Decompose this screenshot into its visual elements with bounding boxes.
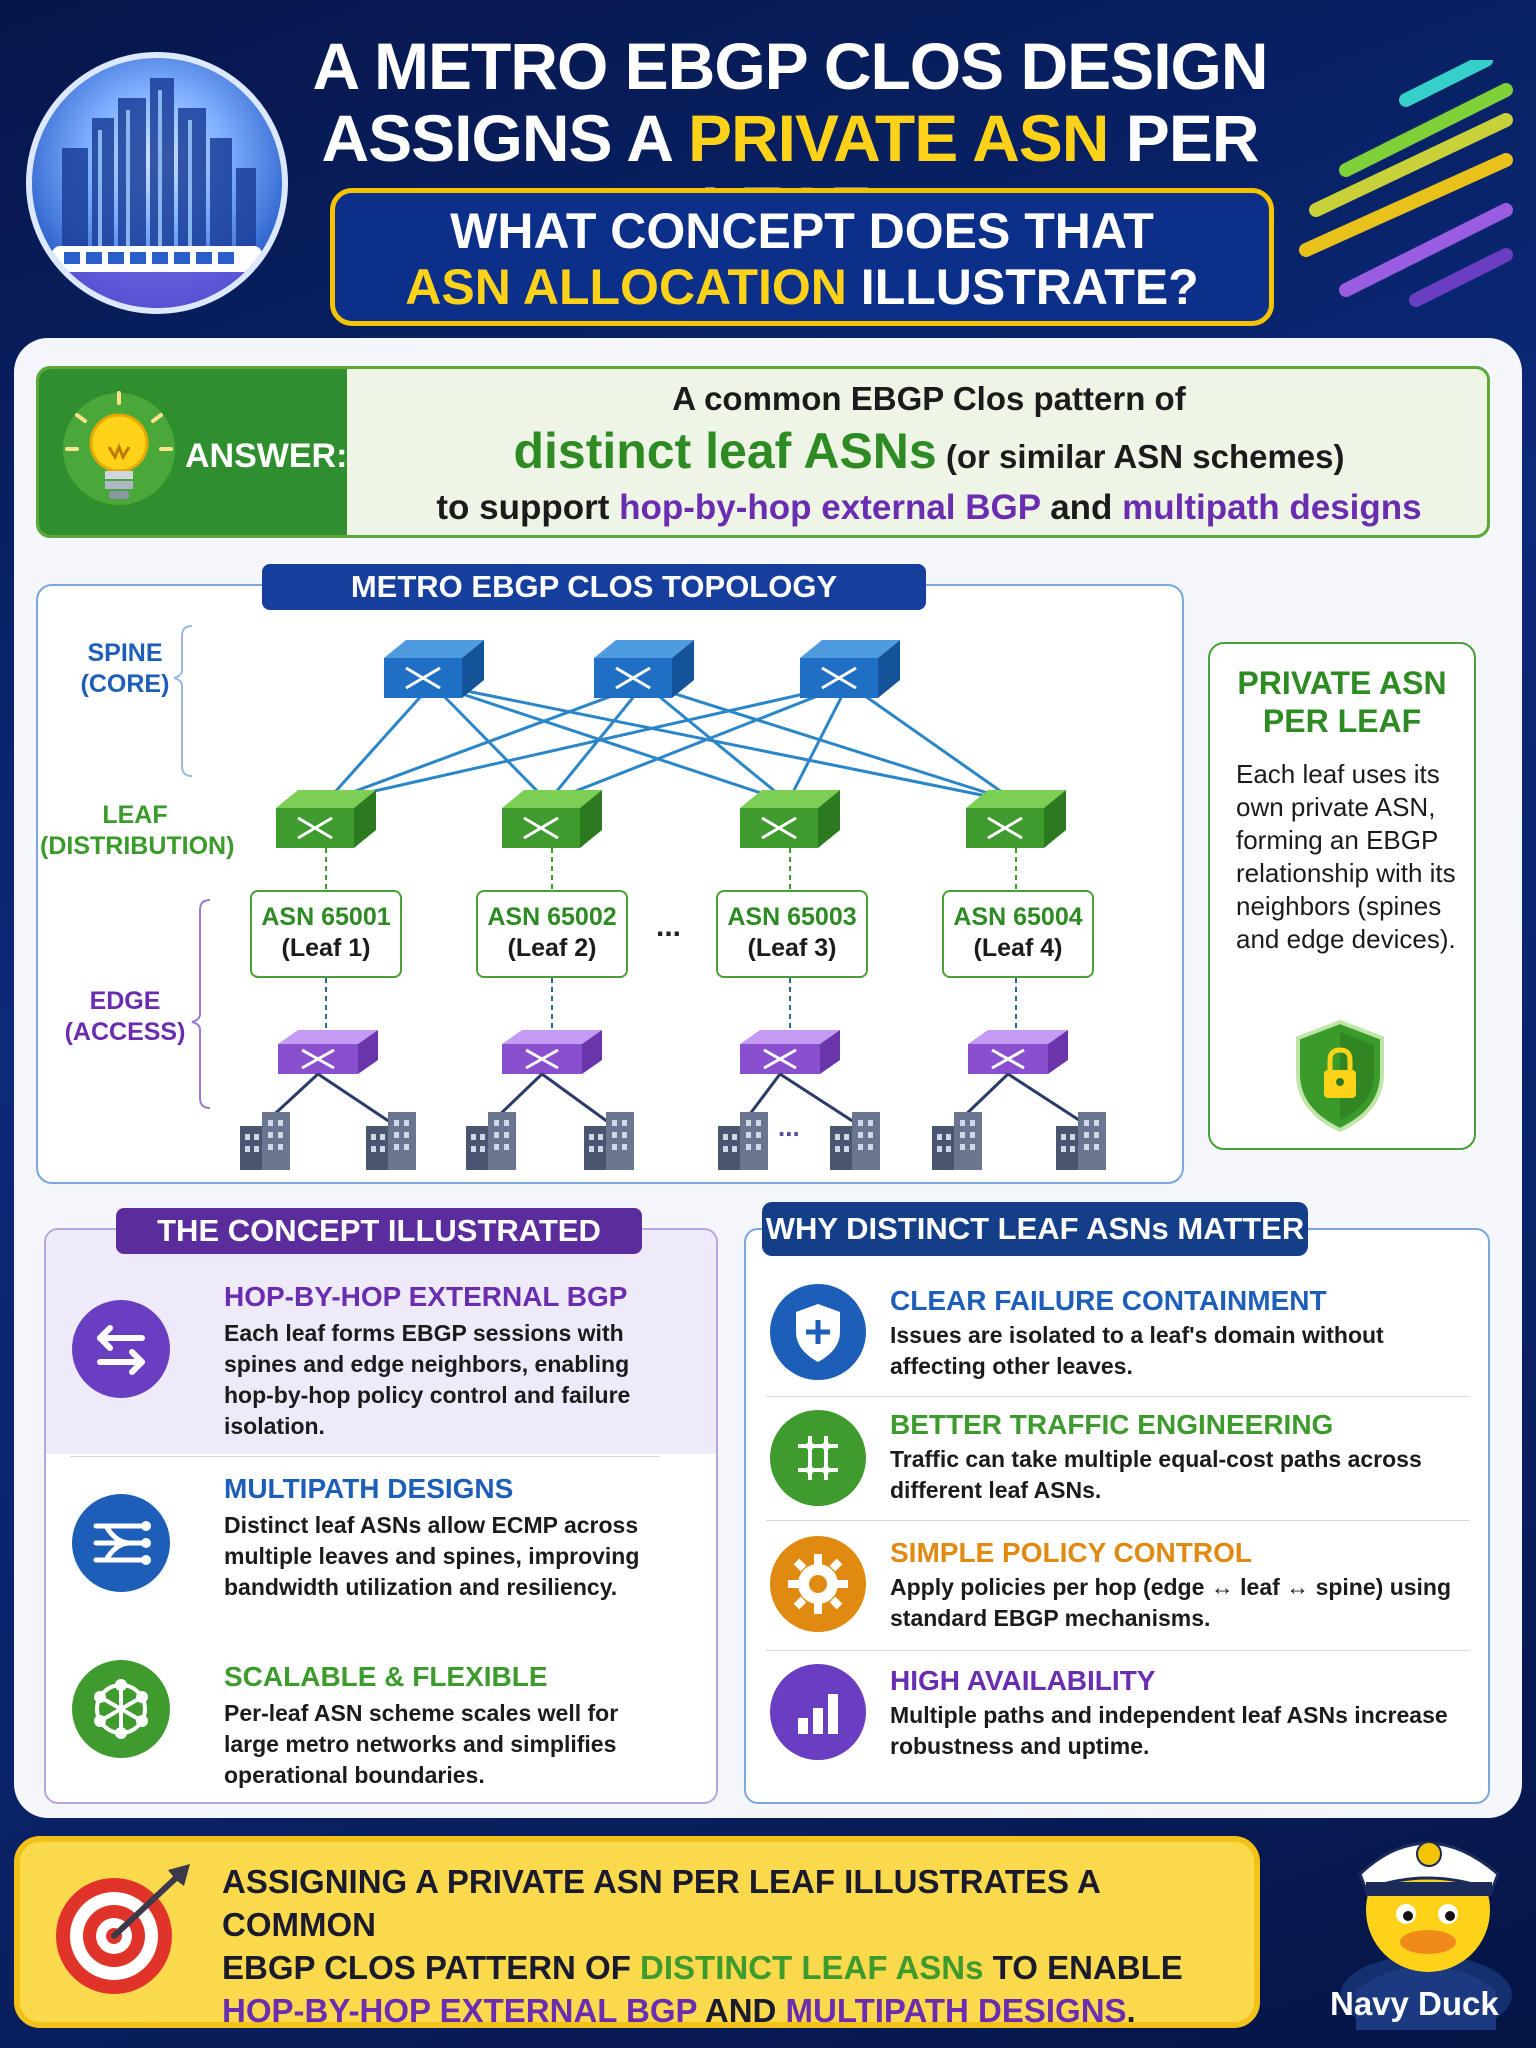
city-icon	[26, 52, 288, 314]
switch-icon	[502, 790, 602, 848]
multipath-icon	[72, 1494, 170, 1592]
decorative-stripes	[1299, 60, 1513, 307]
tier-label-leaf: LEAF (DISTRIBUTION)	[40, 801, 235, 860]
conclusion-line-3: HOP-BY-HOP EXTERNAL BGP AND MULTIPATH DE…	[222, 1992, 1136, 2029]
tier-label-edge: EDGE (ACCESS)	[64, 987, 186, 1046]
title-line-1: A METRO EBGP CLOS DESIGN	[312, 29, 1268, 103]
asn-box-leaf-2: ASN 65002 (Leaf 2)	[476, 890, 628, 978]
asn-box-leaf-3: ASN 65003 (Leaf 3)	[716, 890, 868, 978]
concept-heading-3: SCALABLE & FLEXIBLE	[224, 1661, 548, 1692]
switch-icon	[594, 640, 694, 698]
switch-icon	[384, 640, 484, 698]
question-line-1: WHAT CONCEPT DOES THAT	[450, 203, 1154, 259]
concept-heading-1: HOP-BY-HOP EXTERNAL BGP	[224, 1281, 628, 1312]
building-icon	[830, 1112, 880, 1170]
why-title: WHY DISTINCT LEAF ASNs MATTER	[762, 1202, 1308, 1256]
switch-icon	[740, 790, 840, 848]
why-heading-3: SIMPLE POLICY CONTROL	[890, 1537, 1252, 1568]
target-icon	[56, 1864, 190, 1994]
answer-label: ANSWER:	[185, 437, 348, 475]
asn-box-leaf-4: ASN 65004 (Leaf 4)	[942, 890, 1094, 978]
why-panel	[744, 1228, 1490, 1804]
switch-icon	[740, 1030, 840, 1074]
conclusion-banner	[14, 1836, 1260, 2028]
concept-body-3: Per-leaf ASN scheme scales well for larg…	[224, 1700, 619, 1788]
divider	[766, 1650, 1470, 1651]
concept-body-1: Each leaf forms EBGP sessions with spine…	[224, 1320, 631, 1439]
concept-body-2: Distinct leaf ASNs allow ECMP across mul…	[224, 1512, 640, 1600]
building-icon	[718, 1112, 768, 1170]
tier-label-spine: SPINE (CORE)	[80, 639, 170, 698]
spine-leaf-links	[324, 682, 1017, 804]
switch-icon	[278, 1030, 378, 1074]
why-heading-1: CLEAR FAILURE CONTAINMENT	[890, 1285, 1327, 1316]
conclusion-text: ASSIGNING A PRIVATE ASN PER LEAF ILLUSTR…	[222, 1860, 1222, 2032]
switch-icon	[800, 640, 900, 698]
building-ellipsis: ...	[778, 1112, 800, 1142]
switch-icon	[968, 1030, 1068, 1074]
asn-box-leaf-1: ASN 65001 (Leaf 1)	[250, 890, 402, 978]
question-line-2: ASN ALLOCATION ILLUSTRATE?	[405, 259, 1199, 315]
duck-icon	[1340, 1841, 1512, 2030]
bar-chart-icon	[770, 1664, 866, 1760]
leaf-ellipsis: ...	[656, 910, 682, 943]
switch-icon	[276, 790, 376, 848]
divider	[70, 1456, 660, 1457]
shield-lock-icon	[1296, 1019, 1384, 1133]
why-body-2: Traffic can take multiple equal-cost pat…	[890, 1446, 1422, 1503]
spine-switches	[384, 640, 900, 698]
edge-buildings	[240, 1112, 1106, 1170]
grid-icon	[770, 1410, 866, 1506]
switch-icon	[502, 1030, 602, 1074]
building-icon	[366, 1112, 416, 1170]
building-icon	[240, 1112, 290, 1170]
divider	[766, 1396, 1470, 1397]
why-heading-4: HIGH AVAILABILITY	[890, 1665, 1156, 1696]
answer-line-1: A common EBGP Clos pattern of	[672, 380, 1186, 417]
building-icon	[932, 1112, 982, 1170]
building-icon	[1056, 1112, 1106, 1170]
network-icon	[72, 1660, 170, 1758]
topology-title: METRO EBGP CLOS TOPOLOGY	[262, 564, 926, 610]
answer-box: ANSWER: A common EBGP Clos pattern of di…	[36, 366, 1490, 538]
leaf-switches	[276, 790, 1066, 848]
answer-line-2: distinct leaf ASNs (or similar ASN schem…	[513, 423, 1345, 479]
brand-name: Navy Duck	[1330, 1985, 1499, 2022]
why-heading-2: BETTER TRAFFIC ENGINEERING	[890, 1409, 1334, 1440]
shield-icon	[770, 1284, 866, 1380]
gear-icon	[770, 1536, 866, 1632]
answer-text: A common EBGP Clos pattern of distinct l…	[379, 377, 1479, 529]
switch-icon	[966, 790, 1066, 848]
why-body-4: Multiple paths and independent leaf ASNs…	[890, 1702, 1448, 1759]
arrows-icon	[72, 1300, 170, 1398]
answer-line-3: to support hop-by-hop external BGP and m…	[436, 488, 1422, 527]
concept-title: THE CONCEPT ILLUSTRATED	[116, 1208, 642, 1254]
divider	[766, 1520, 1470, 1521]
private-asn-title: PRIVATE ASN PER LEAF	[1237, 665, 1447, 739]
topology-diagram	[173, 625, 1106, 1170]
building-icon	[584, 1112, 634, 1170]
why-body-3: Apply policies per hop (edge ↔ leaf ↔ sp…	[890, 1574, 1452, 1631]
private-asn-body: Each leaf uses its own private ASN, form…	[1236, 759, 1456, 954]
bulb-icon	[63, 391, 175, 505]
conclusion-line-1: ASSIGNING A PRIVATE ASN PER LEAF ILLUSTR…	[222, 1863, 1100, 1943]
question-box: WHAT CONCEPT DOES THAT ASN ALLOCATION IL…	[330, 188, 1274, 326]
building-icon	[466, 1112, 516, 1170]
why-body-1: Issues are isolated to a leaf's domain w…	[890, 1322, 1384, 1379]
concept-heading-2: MULTIPATH DESIGNS	[224, 1473, 514, 1504]
edge-switches	[278, 1030, 1068, 1074]
conclusion-line-2: EBGP CLOS PATTERN OF DISTINCT LEAF ASNs …	[222, 1949, 1183, 1986]
